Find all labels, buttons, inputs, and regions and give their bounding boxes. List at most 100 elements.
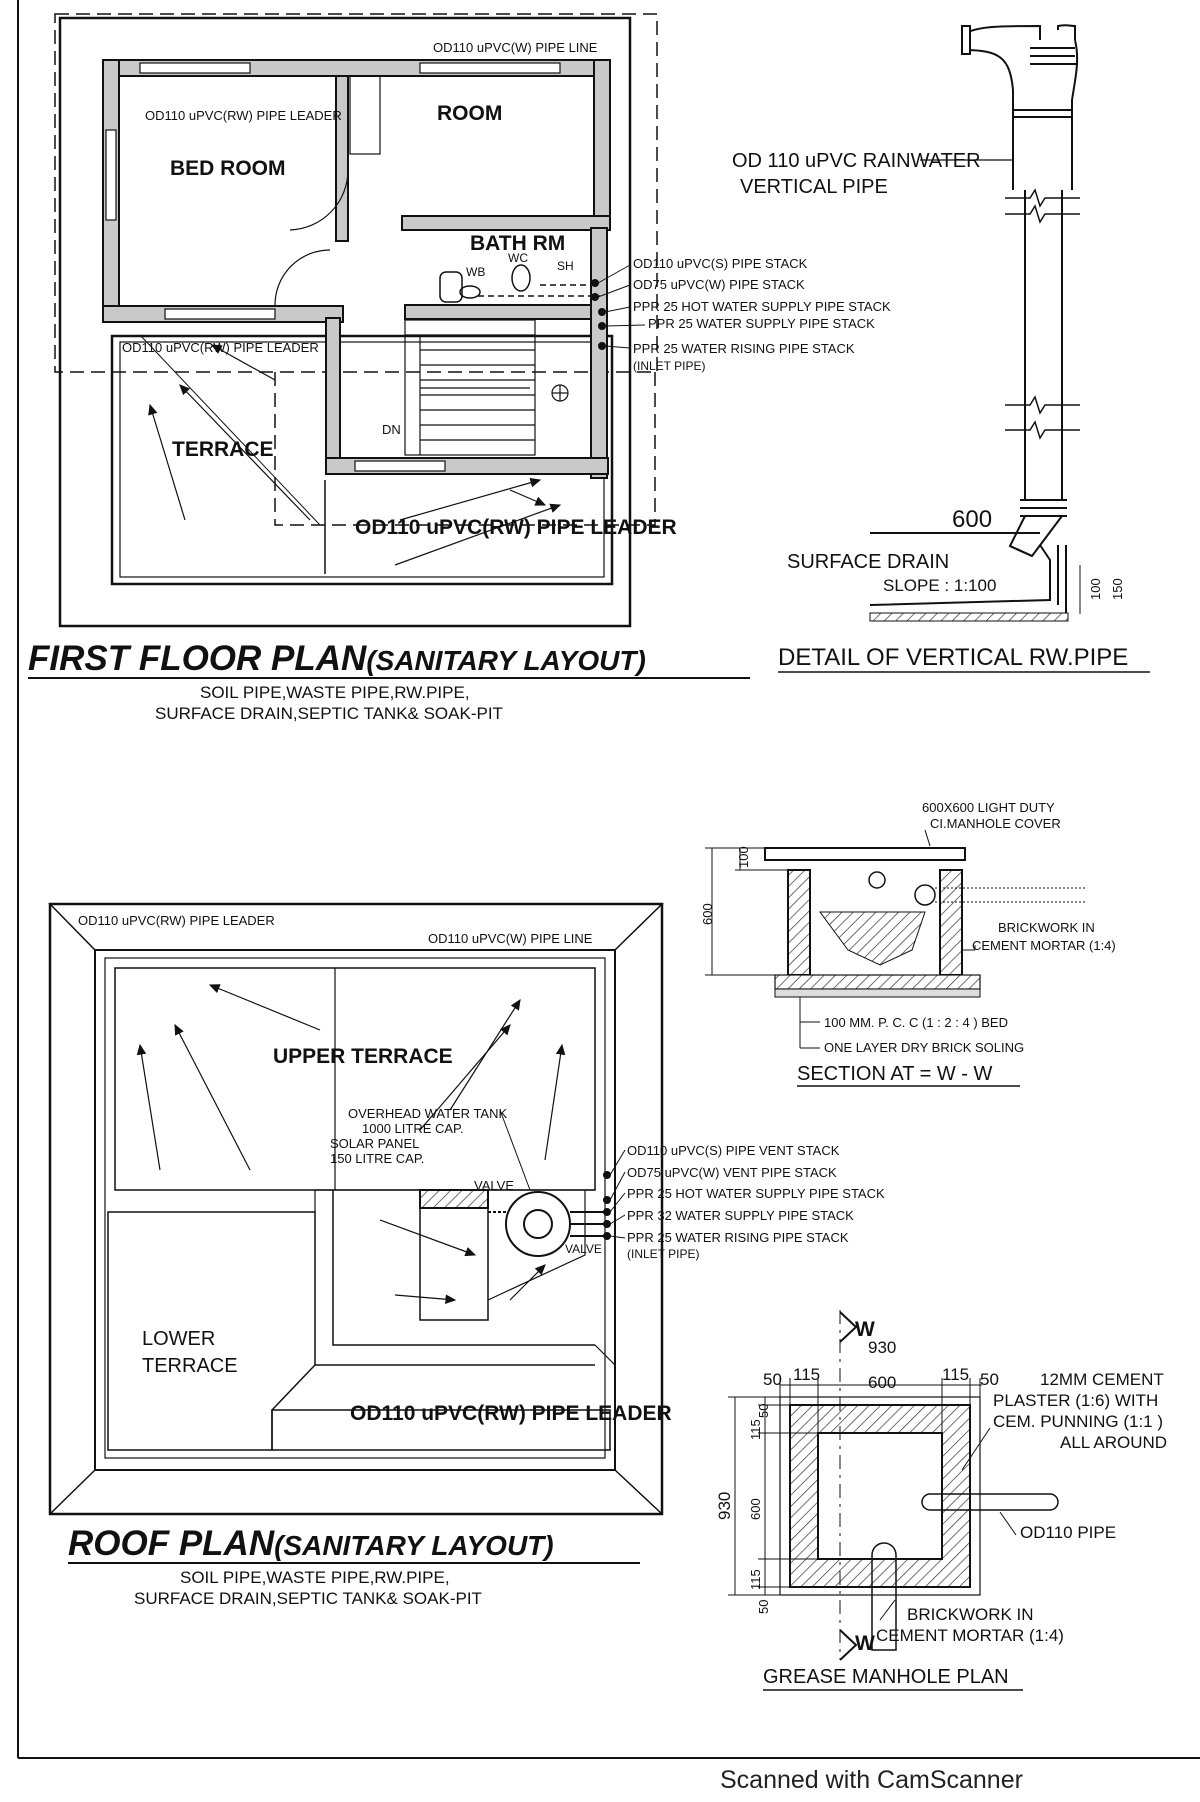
label-rw-leader-bottom: OD110 uPVC(RW) PIPE LEADER [355, 516, 677, 539]
roof-plan-subtitle-1: SOIL PIPE,WASTE PIPE,RW.PIPE, [180, 1568, 450, 1587]
manhole-w-top: W [855, 1318, 875, 1341]
roof-label-solar-1: SOLAR PANEL [330, 1136, 419, 1151]
stair-label-dn: DN [382, 422, 401, 437]
roof-label-valve-2: VALVE [565, 1242, 602, 1256]
section-cover-1: 600X600 LIGHT DUTY [922, 800, 1055, 815]
first-floor-plan: BED ROOM ROOM BATH RM TERRACE WB WC SH D… [28, 13, 891, 723]
room-label-bath: BATH RM [470, 232, 565, 255]
first-floor-title: FIRST FLOOR PLAN(SANITARY LAYOUT) [28, 639, 646, 678]
label-w-pipe-line: OD110 uPVC(W) PIPE LINE [433, 40, 598, 55]
wall-stair-right [590, 227, 608, 479]
roof-label-upper-terrace: UPPER TERRACE [273, 1045, 453, 1068]
section-dim-100: 100 [736, 846, 751, 868]
roof-label-w-pipe-line: OD110 uPVC(W) PIPE LINE [428, 931, 593, 946]
fixture-label-wb: WB [466, 265, 485, 279]
slope-label: SLOPE : 1:100 [883, 576, 996, 595]
rw-pipe-label-1: OD 110 uPVC RAINWATER [732, 150, 981, 172]
first-floor-subtitle-2: SURFACE DRAIN,SEPTIC TANK& SOAK-PIT [155, 704, 503, 723]
roof-rainwater-flow-arrows [136, 984, 566, 1304]
roof-label-tank-1: OVERHEAD WATER TANK [348, 1106, 507, 1121]
roof-label-rw-leader-top: OD110 uPVC(RW) PIPE LEADER [78, 913, 275, 928]
surface-drain-label: SURFACE DRAIN [787, 551, 949, 573]
manhole-plaster-3: CEM. PUNNING (1:1 ) [993, 1412, 1163, 1431]
section-soling: ONE LAYER DRY BRICK SOLING [824, 1040, 1024, 1055]
fixture-label-sh: SH [557, 259, 574, 273]
manhole-plaster-1: 12MM CEMENT [1040, 1370, 1164, 1389]
roof-label-solar-2: 150 LITRE CAP. [330, 1151, 424, 1166]
wall-bath-bottom [404, 304, 606, 320]
manhole-dim-v-115-top: 115 [748, 1419, 763, 1440]
roof-label-s-vent: OD110 uPVC(S) PIPE VENT STACK [627, 1143, 840, 1158]
manhole-dim-50-left: 50 [763, 1370, 782, 1389]
roof-label-hot-stack: PPR 25 HOT WATER SUPPLY PIPE STACK [627, 1186, 885, 1201]
room-label-room: ROOM [437, 102, 502, 125]
roof-label-supply-stack: PPR 32 WATER SUPPLY PIPE STACK [627, 1208, 854, 1223]
label-w-stack: OD75 uPVC(W) PIPE STACK [633, 277, 805, 292]
drain-dim-150: 150 [1110, 578, 1125, 600]
section-dim-600: 600 [700, 903, 715, 925]
camscanner-watermark: Scanned with CamScanner [720, 1766, 1023, 1794]
label-rising-stack: PPR 25 WATER RISING PIPE STACK [633, 341, 855, 356]
drain-dim-100: 100 [1088, 578, 1103, 600]
grease-manhole-plan: W W 930 50 115 600 115 50 12MM CEMENT PL… [715, 1310, 1167, 1691]
manhole-dim-600: 600 [868, 1373, 896, 1392]
section-title: SECTION AT = W - W [797, 1063, 993, 1085]
room-label-terrace: TERRACE [172, 438, 274, 461]
wall-stair-left [325, 317, 341, 459]
roof-label-inlet-pipe: (INLET PIPE) [627, 1247, 699, 1261]
first-floor-subtitle-1: SOIL PIPE,WASTE PIPE,RW.PIPE, [200, 683, 470, 702]
label-rw-leader-mid: OD110 uPVC(RW) PIPE LEADER [122, 340, 319, 355]
manhole-brick-1: BRICKWORK IN [907, 1605, 1034, 1624]
staircase [404, 319, 569, 456]
roof-label-tank-2: 1000 LITRE CAP. [362, 1121, 464, 1136]
roof-label-w-vent: OD75 uPVC(W) VENT PIPE STACK [627, 1165, 837, 1180]
roof-label-valve-1: VALVE [474, 1178, 514, 1193]
label-supply-stack: PPR 25 WATER SUPPLY PIPE STACK [648, 316, 875, 331]
manhole-plaster-2: PLASTER (1:6) WITH [993, 1391, 1158, 1410]
roof-plan: OD110 uPVC(RW) PIPE LEADER OD110 uPVC(W)… [48, 902, 885, 1608]
section-brick-2: CEMENT MORTAR (1:4) [972, 938, 1116, 953]
manhole-dim-v-50-top: 50 [756, 1404, 771, 1418]
rw-pipe-detail: OD 110 uPVC RAINWATER VERTICAL PIPE 600 … [732, 24, 1150, 673]
manhole-dim-v-115-bottom: 115 [748, 1569, 763, 1590]
rainwater-flow-arrows [148, 344, 562, 566]
roof-label-lower-1: LOWER [142, 1328, 215, 1350]
manhole-plaster-4: ALL AROUND [1060, 1433, 1167, 1452]
wall-room-bottom [401, 215, 611, 231]
pipe-stack-markers [591, 279, 606, 350]
page-border [17, 0, 1200, 1759]
manhole-dim-v-600: 600 [748, 1498, 763, 1520]
roof-plan-subtitle-2: SURFACE DRAIN,SEPTIC TANK& SOAK-PIT [134, 1589, 482, 1608]
section-pcc: 100 MM. P. C. C (1 : 2 : 4 ) BED [824, 1015, 1008, 1030]
room-label-bed-room: BED ROOM [170, 157, 286, 180]
manhole-dim-115-left: 115 [793, 1365, 820, 1384]
section-ww: 600X600 LIGHT DUTY CI.MANHOLE COVER 100 … [700, 800, 1116, 1087]
manhole-w-bottom: W [855, 1632, 875, 1655]
manhole-dim-930-left: 930 [715, 1492, 734, 1520]
section-cover-2: CI.MANHOLE COVER [930, 816, 1061, 831]
manhole-pipe-label: OD110 PIPE [1020, 1523, 1116, 1542]
roof-pipe-stack-markers [603, 1171, 611, 1240]
wall-bed-room-divider [335, 75, 349, 242]
roof-plan-title: ROOF PLAN(SANITARY LAYOUT) [68, 1524, 554, 1563]
label-inlet-pipe: (INLET PIPE) [633, 359, 705, 373]
manhole-dim-50-right: 50 [980, 1370, 999, 1389]
fixture-label-wc: WC [508, 251, 528, 265]
bath-fixtures [439, 264, 600, 303]
roof-label-rising-stack: PPR 25 WATER RISING PIPE STACK [627, 1230, 849, 1245]
manhole-dim-115-right: 115 [942, 1365, 969, 1384]
manhole-title: GREASE MANHOLE PLAN [763, 1666, 1009, 1688]
section-brick-1: BRICKWORK IN [998, 920, 1095, 935]
rw-pipe-label-2: VERTICAL PIPE [740, 176, 888, 198]
manhole-dim-v-50-bottom: 50 [756, 1600, 771, 1614]
rw-pipe-detail-title: DETAIL OF VERTICAL RW.PIPE [778, 644, 1128, 671]
manhole-dim-930-top: 930 [868, 1338, 896, 1357]
label-hot-stack: PPR 25 HOT WATER SUPPLY PIPE STACK [633, 299, 891, 314]
rw-pipe-dim-600: 600 [952, 506, 992, 533]
overhead-water-tank [505, 1191, 571, 1257]
label-s-stack: OD110 uPVC(S) PIPE STACK [633, 256, 808, 271]
manhole-brick-2: CEMENT MORTAR (1:4) [876, 1626, 1064, 1645]
label-rw-leader-top: OD110 uPVC(RW) PIPE LEADER [145, 108, 342, 123]
roof-label-lower-2: TERRACE [142, 1355, 238, 1377]
